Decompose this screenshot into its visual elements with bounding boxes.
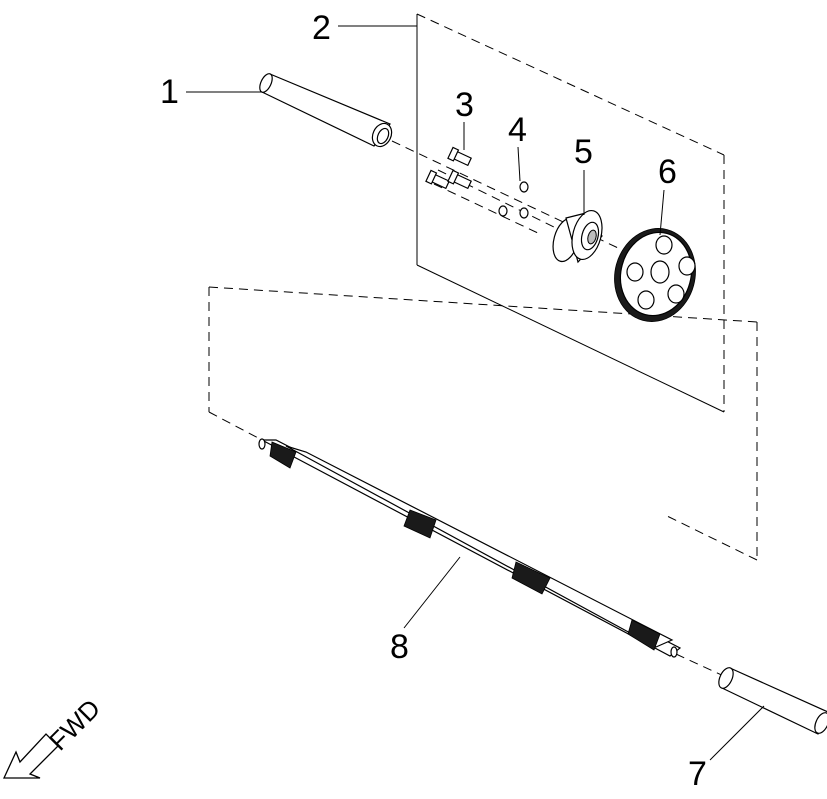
callout-1: 1	[160, 73, 179, 111]
part-7-tube	[718, 667, 827, 735]
callout-3: 3	[455, 86, 474, 124]
part-8-shaft	[258, 438, 682, 658]
part-1-tube	[259, 73, 393, 148]
assembly-group-2-outline	[416, 13, 725, 413]
part-5-hub	[552, 209, 603, 264]
fwd-label: FWD	[43, 693, 106, 756]
callout-labels: 1 2 3 4 5 6 8 7	[160, 9, 707, 793]
part-4-nuts	[498, 181, 529, 219]
callout-7: 7	[688, 755, 707, 793]
part-3-bolts	[425, 146, 472, 190]
callout-4: 4	[508, 111, 527, 149]
callout-2: 2	[312, 9, 331, 47]
assembly-group-lower-outline	[208, 286, 758, 561]
leader-lines	[186, 25, 765, 761]
callout-5: 5	[574, 133, 593, 171]
callout-8: 8	[390, 628, 409, 666]
forward-direction-indicator: FWD	[2, 693, 106, 779]
callout-6: 6	[658, 153, 677, 191]
part-6-sprocket	[614, 228, 696, 322]
forward-arrow-icon	[2, 733, 59, 779]
